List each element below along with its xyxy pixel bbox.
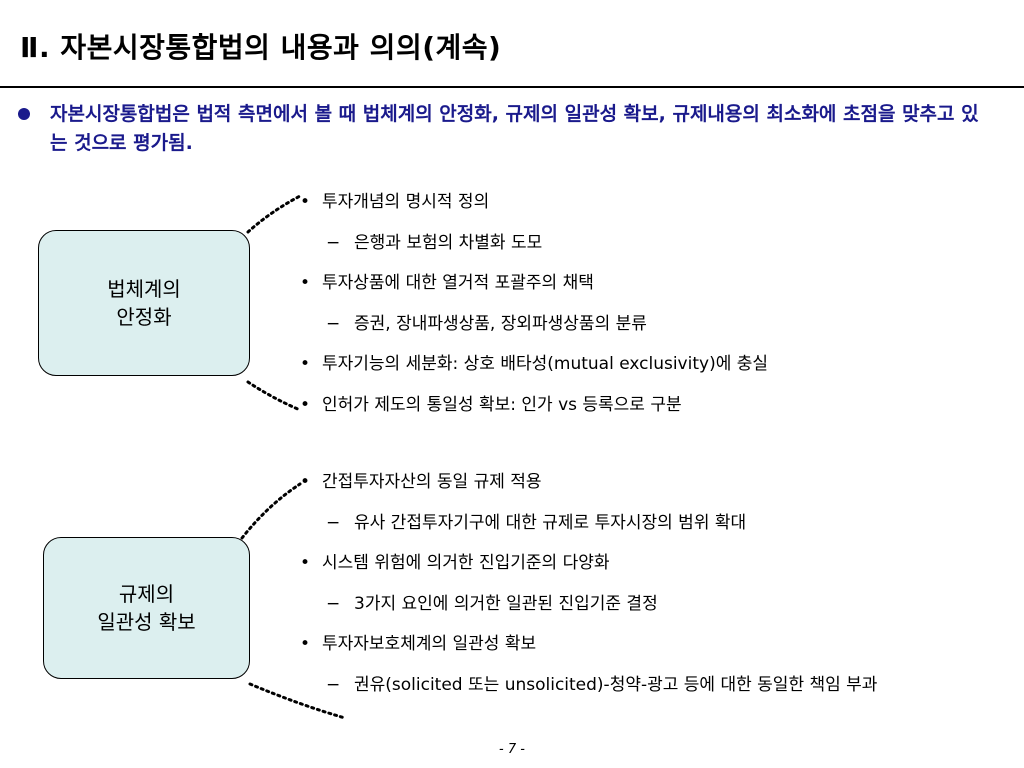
- bullet-text: 간접투자자산의 동일 규제 적용: [322, 472, 542, 492]
- bullet-marker: •: [300, 354, 311, 375]
- bullet-text: 투자상품에 대한 열거적 포괄주의 채택: [322, 273, 594, 294]
- group-regulatory-consistency-list: • 간접투자자산의 동일 규제 적용 − 유사 간접투자기구에 대한 규제로 투…: [300, 470, 1000, 714]
- sub-text: 은행과 보험의 차별화 도모: [354, 232, 543, 253]
- box-label-line2: 안정화: [116, 305, 172, 329]
- connector-line: [248, 682, 347, 720]
- dash-marker: −: [326, 512, 341, 533]
- list-item: • 투자기능의 세분화: 상호 배타성(mutual exclusivity)에…: [300, 352, 1000, 393]
- sub-text: 유사 간접투자기구에 대한 규제로 투자시장의 범위 확대: [354, 512, 747, 533]
- bullet-marker: •: [300, 634, 311, 655]
- bullet-marker: •: [300, 192, 311, 212]
- box-legal-stability: 법체계의 안정화: [38, 230, 250, 376]
- summary-bullet-icon: [18, 108, 30, 120]
- list-sub-item: − 유사 간접투자기구에 대한 규제로 투자시장의 범위 확대: [300, 511, 1000, 552]
- dash-marker: −: [326, 593, 341, 614]
- connector-line: [246, 194, 302, 234]
- summary-text: 자본시장통합법은 법적 측면에서 볼 때 법체계의 안정화, 규제의 일관성 확…: [50, 103, 979, 154]
- box-label-line1: 규제의: [118, 582, 175, 606]
- bullet-text: 투자개념의 명시적 정의: [322, 192, 490, 212]
- list-sub-item: − 은행과 보험의 차별화 도모: [300, 231, 1000, 272]
- list-sub-item: − 증권, 장내파생상품, 장외파생상품의 분류: [300, 312, 1000, 353]
- box-label-line1: 법체계의: [107, 277, 181, 301]
- list-item: • 시스템 위험에 의거한 진입기준의 다양화: [300, 551, 1000, 592]
- list-item: • 투자자보호체계의 일관성 확보: [300, 632, 1000, 673]
- connector-line: [240, 482, 302, 540]
- sub-text: 3가지 요인에 의거한 일관된 진입기준 결정: [354, 593, 658, 614]
- bullet-text: 투자자보호체계의 일관성 확보: [322, 634, 537, 655]
- dash-marker: −: [326, 232, 341, 253]
- bullet-marker: •: [300, 394, 311, 415]
- connector-line: [246, 380, 302, 412]
- page-number: - 7 -: [499, 742, 525, 757]
- bullet-text: 인허가 제도의 통일성 확보: 인가 vs 등록으로 구분: [322, 394, 682, 415]
- slide-title: Ⅱ. 자본시장통합법의 내용과 의의(계속): [20, 31, 502, 64]
- list-item: • 투자상품에 대한 열거적 포괄주의 채택: [300, 271, 1000, 312]
- list-item: • 인허가 제도의 통일성 확보: 인가 vs 등록으로 구분: [300, 393, 1000, 434]
- dash-marker: −: [326, 674, 341, 695]
- title-divider: [0, 86, 1024, 88]
- dash-marker: −: [326, 313, 341, 334]
- list-sub-item: − 3가지 요인에 의거한 일관된 진입기준 결정: [300, 592, 1000, 633]
- sub-text: 증권, 장내파생상품, 장외파생상품의 분류: [354, 313, 647, 334]
- box-regulatory-consistency: 규제의 일관성 확보: [43, 537, 250, 679]
- box-label-line2: 일관성 확보: [97, 610, 196, 634]
- bullet-marker: •: [300, 553, 311, 574]
- group-legal-stability-list: • 투자개념의 명시적 정의 − 은행과 보험의 차별화 도모 • 투자상품에 …: [300, 190, 1000, 434]
- list-item: • 간접투자자산의 동일 규제 적용: [300, 470, 1000, 511]
- list-sub-item: − 권유(solicited 또는 unsolicited)-청약-광고 등에 …: [300, 673, 1000, 714]
- bullet-text: 투자기능의 세분화: 상호 배타성(mutual exclusivity)에 충…: [322, 354, 769, 375]
- bullet-marker: •: [300, 273, 311, 294]
- bullet-marker: •: [300, 472, 311, 492]
- bullet-text: 시스템 위험에 의거한 진입기준의 다양화: [322, 553, 610, 574]
- list-item: • 투자개념의 명시적 정의: [300, 190, 1000, 231]
- sub-text: 권유(solicited 또는 unsolicited)-청약-광고 등에 대한…: [354, 674, 878, 695]
